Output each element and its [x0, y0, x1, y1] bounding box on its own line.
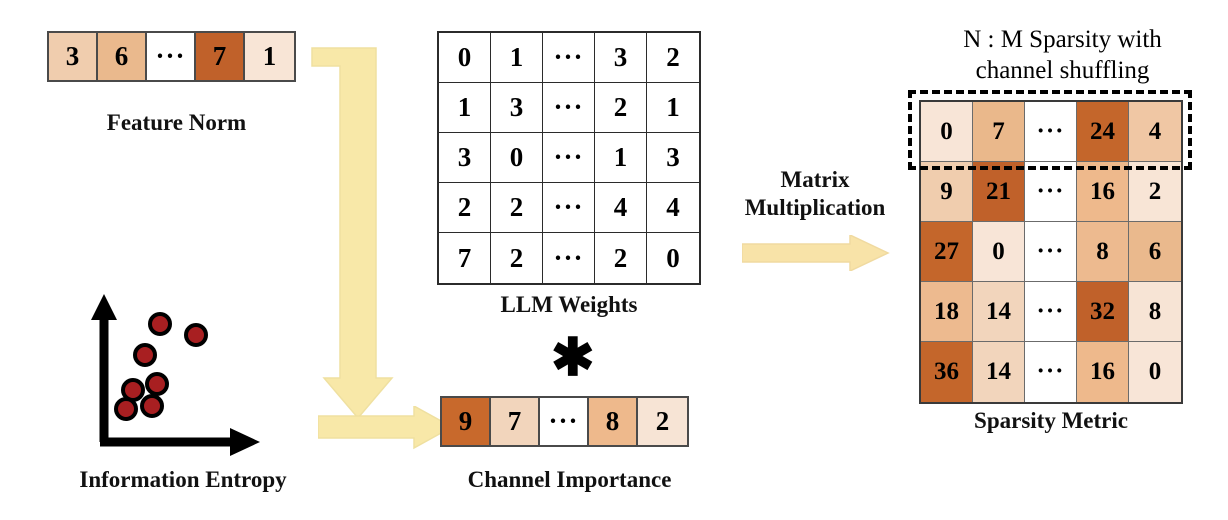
sparsity-metric-cell: 16	[1077, 162, 1129, 222]
y-axis-arrowhead	[91, 294, 117, 320]
sparsity-metric-cell: 7	[973, 102, 1025, 162]
feature-norm-cell: 3	[49, 33, 98, 80]
channel-importance-caption: Channel Importance	[467, 467, 672, 492]
sparsity-title-line2: channel shuffling	[975, 56, 1150, 84]
llm-weights-cell: 1	[647, 83, 699, 133]
elbow-arrow-shape	[311, 47, 394, 420]
sparsity-metric-cell: 21	[973, 162, 1025, 222]
llm-weights-cell: 3	[439, 133, 491, 183]
scatter-point	[133, 343, 157, 367]
channel-importance-cell: 9	[442, 398, 491, 445]
llm-weights-cell: 0	[439, 33, 491, 83]
llm-weights-cell: 3	[647, 133, 699, 183]
llm-weights-cell: ···	[543, 233, 595, 283]
scatter-point	[114, 397, 138, 421]
llm-weights-cell: 4	[595, 183, 647, 233]
llm-weights-cell: ···	[543, 133, 595, 183]
sparsity-metric-cell: 8	[1129, 282, 1181, 342]
sparsity-metric-cell: 9	[921, 162, 973, 222]
matmul-arrow-shape	[742, 235, 890, 271]
feature-norm-cell: 1	[245, 33, 294, 80]
sparsity-metric-cell: ···	[1025, 282, 1077, 342]
sparsity-metric-cell: 4	[1129, 102, 1181, 162]
llm-weights-cell: ···	[543, 33, 595, 83]
sparsity-metric-cell: ···	[1025, 222, 1077, 282]
channel-importance-cell: ···	[540, 398, 589, 445]
scatter-points-group	[114, 312, 208, 421]
scatter-point	[148, 312, 172, 336]
channel-importance-cell: 7	[491, 398, 540, 445]
information-entropy-caption: Information Entropy	[79, 467, 287, 492]
sparsity-metric-cell: 14	[973, 282, 1025, 342]
sparsity-metric-cell: 0	[973, 222, 1025, 282]
sparsity-metric-cell: 0	[921, 102, 973, 162]
x-axis-arrowhead	[230, 428, 260, 456]
sparsity-metric-cell: 36	[921, 342, 973, 402]
scatter-point	[145, 372, 169, 396]
llm-weights-cell: 3	[491, 83, 543, 133]
feature-norm-cell: 6	[98, 33, 147, 80]
llm-weights-cell: 1	[595, 133, 647, 183]
highlighted-row-dashed-box	[908, 90, 1192, 170]
sparsity-title-line1: N : M Sparsity with	[963, 26, 1162, 53]
llm-weights-cell: 0	[491, 133, 543, 183]
llm-weights-cell: ···	[543, 183, 595, 233]
llm-weights-cell: 2	[647, 33, 699, 83]
sparsity-metric-cell: 0	[1129, 342, 1181, 402]
llm-weights-cell: 7	[439, 233, 491, 283]
sparsity-metric-cell: 32	[1077, 282, 1129, 342]
llm-weights-cell: ···	[543, 83, 595, 133]
llm-weights-cell: 4	[647, 183, 699, 233]
yellow-elbow-arrow	[311, 47, 394, 420]
llm-weights-cell: 2	[439, 183, 491, 233]
matmul-arrow	[742, 235, 890, 271]
information-entropy-scatter	[88, 292, 278, 457]
llm-weights-cell: 2	[491, 183, 543, 233]
scatter-point	[184, 323, 208, 347]
matmul-label-line1: Matrix	[780, 167, 850, 192]
sparsity-metric-cell: 16	[1077, 342, 1129, 402]
sparsity-metric-caption: Sparsity Metric	[974, 408, 1128, 433]
sparsity-metric-cell: ···	[1025, 102, 1077, 162]
channel-importance-cell: 2	[638, 398, 687, 445]
llm-weights-cell: 1	[491, 33, 543, 83]
channel-importance-cell: 8	[589, 398, 638, 445]
matmul-label: Matrix Multiplication	[735, 166, 895, 221]
matmul-label-line2: Multiplication	[744, 194, 886, 220]
llm-weights-cell: 3	[595, 33, 647, 83]
scatter-point	[140, 394, 164, 418]
yellow-right-arrow-lower	[318, 406, 454, 450]
lower-arrow-shape	[318, 406, 454, 450]
sparsity-metric-cell: 2	[1129, 162, 1181, 222]
feature-norm-cell: ···	[147, 33, 196, 80]
llm-weights-cell: 2	[491, 233, 543, 283]
sparsity-metric-cell: 24	[1077, 102, 1129, 162]
scatter-svg	[91, 294, 260, 456]
sparsity-metric-cell: 14	[973, 342, 1025, 402]
sparsity-metric-cell: 18	[921, 282, 973, 342]
sparsity-metric-cell: 8	[1077, 222, 1129, 282]
llm-weights-cell: 0	[647, 233, 699, 283]
feature-norm-caption: Feature Norm	[106, 110, 247, 135]
feature-norm-cell: 7	[196, 33, 245, 80]
llm-weights-cell: 2	[595, 233, 647, 283]
llm-weights-cell: 2	[595, 83, 647, 133]
sparsity-metric-cell: ···	[1025, 162, 1077, 222]
sparsity-metric-cell: 27	[921, 222, 973, 282]
sparsity-metric-cell: ···	[1025, 342, 1077, 402]
multiply-asterisk: ✱	[551, 330, 595, 387]
llm-weights-cell: 1	[439, 83, 491, 133]
llm-weights-caption: LLM Weights	[500, 292, 638, 317]
sparsity-title: N : M Sparsity with channel shuffling	[940, 25, 1185, 86]
sparsity-metric-cell: 6	[1129, 222, 1181, 282]
